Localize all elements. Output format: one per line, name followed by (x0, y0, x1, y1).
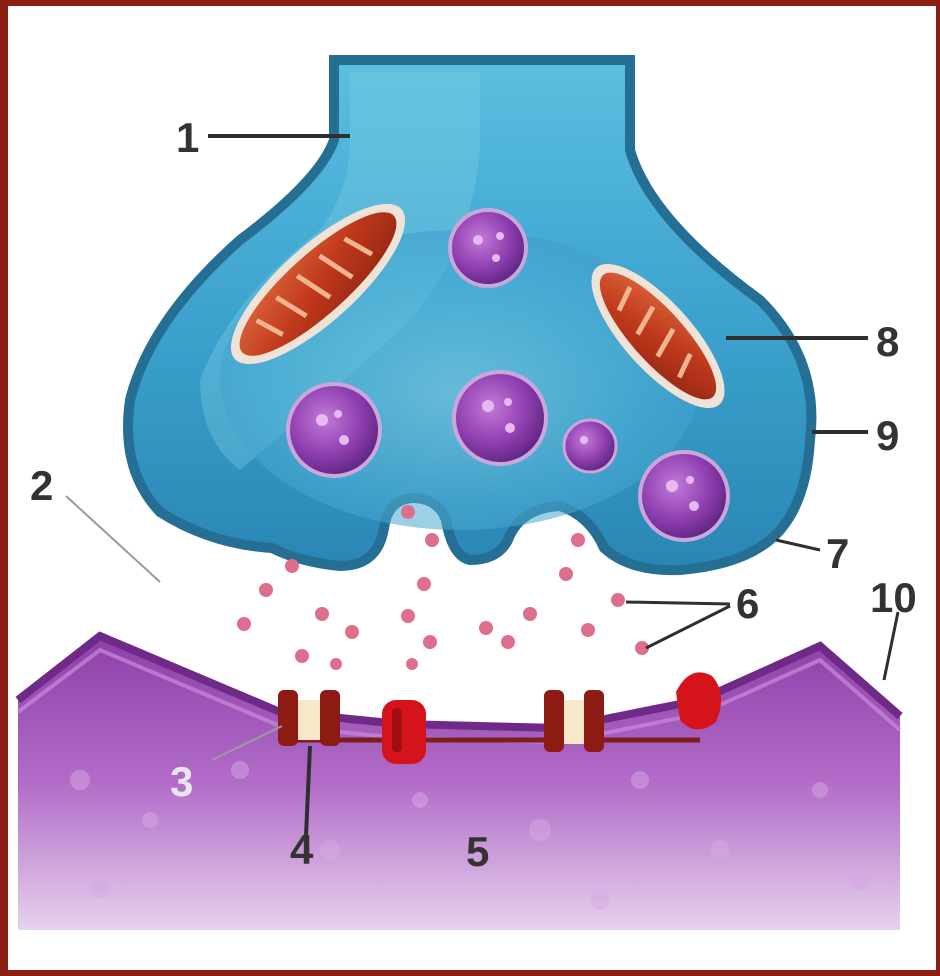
vesicle (454, 372, 546, 464)
vesicle (640, 452, 728, 540)
label-6: 6 (736, 580, 759, 627)
receptor-closed-2 (676, 672, 721, 729)
label-8: 8 (876, 318, 899, 365)
receptor-channel-open-2 (544, 690, 604, 752)
vesicle (450, 210, 526, 286)
label-1: 1 (176, 114, 199, 161)
receptor-channel-open (278, 690, 340, 746)
label-9: 9 (876, 412, 899, 459)
label-10: 10 (870, 574, 917, 621)
label-4: 4 (290, 826, 314, 873)
vesicle (564, 420, 616, 472)
vesicle (288, 384, 380, 476)
label-2: 2 (30, 462, 53, 509)
label-5: 5 (466, 828, 489, 875)
postsynaptic-cell (18, 636, 900, 930)
label-3: 3 (170, 758, 193, 805)
receptor-closed (382, 700, 426, 764)
label-7: 7 (826, 530, 849, 577)
